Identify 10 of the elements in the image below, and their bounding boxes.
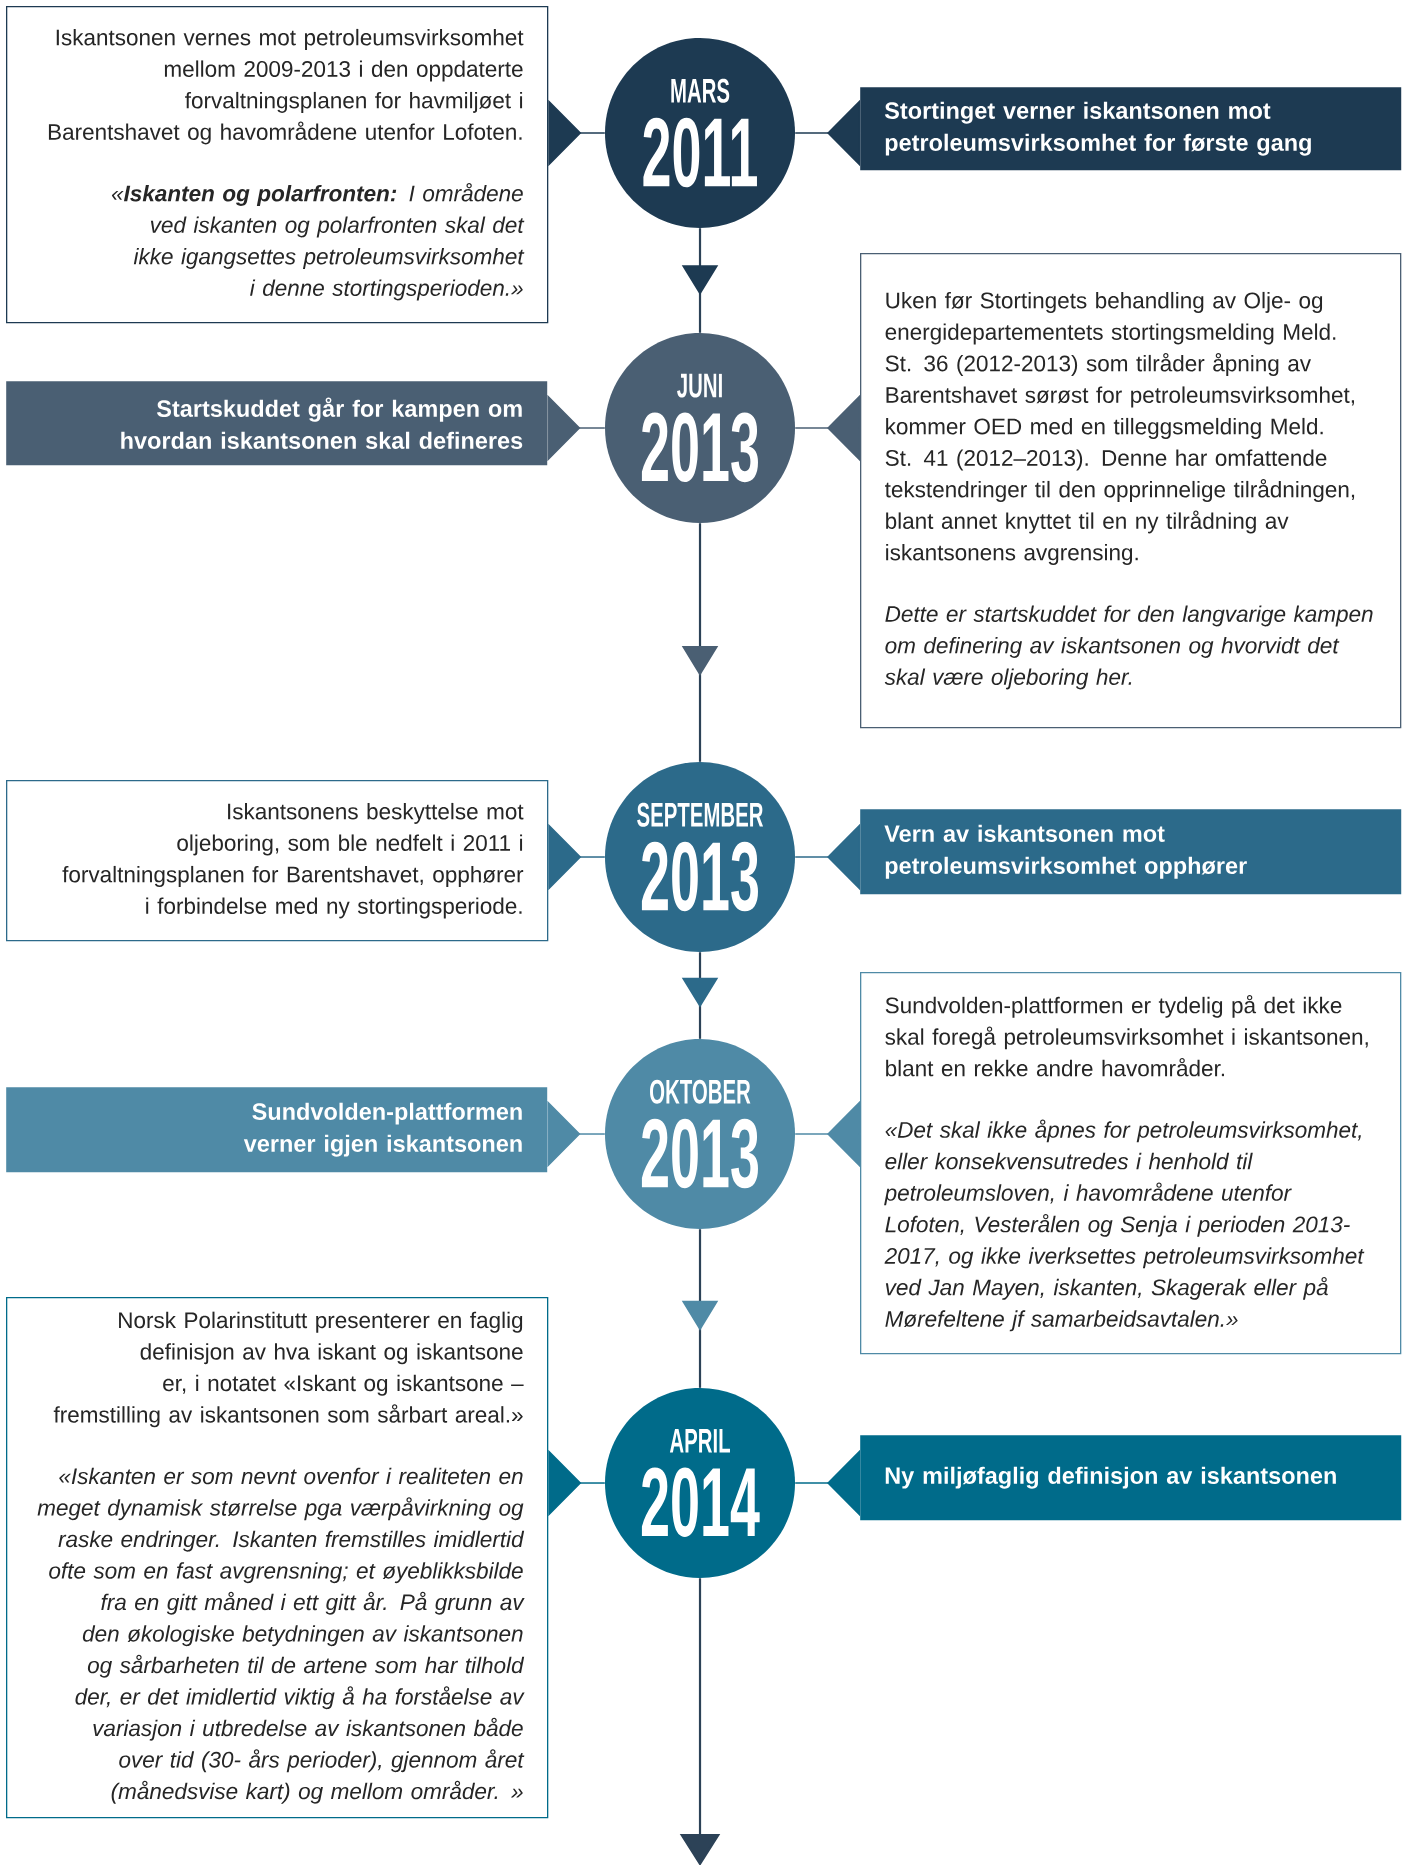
event-box: Sundvolden-plattformen er tydelig på det ikke skal foregå petroleumsvirksomhet i iskantsonen, blant en rekke andre havområder. «Det skal ikke åpnes for petroleumsvirksomhet, eller konsekvensutredes i henhold til petroleumsloven, i havområdene utenfor Lofoten, Vesterålen og Senja i perioden 2013-2017, og ikke iverksettes petroleumsvirksomhet ved Jan Mayen, iskanten, Skagerak eller på Mørefeltene jf samarbeidsavtalen.» [860, 972, 1402, 1355]
node-label: Startskuddet går for kampen om hvordan iskantsonen skal defineres [121, 397, 523, 449]
event-box: Iskantsonens beskyttelse mot oljeboring, som ble nedfelt i 2011 i forvaltningsplanen for Barentshavet, opphører i forbindelse med ny stortingsperiode. [6, 780, 549, 942]
node-label: Sundvolden-plattformen verner igjen iskantsonen [243, 1102, 522, 1157]
node-label: Stortinget verner iskantsonen mot petroleumsvirksomhet for første gang [884, 101, 1311, 156]
event-box: Iskantsonen vernes mot petroleumsvirksomhet mellom 2009-2013 i den oppdaterte forvaltningsplanen for havmiljøet i Barentshavet og havområdene utenfor Lofoten. «Iskanten og polarfronten: I områdene ved iskanten og polarfronten skal det ikke igangsettes petroleumsvirksomhet i denne stortingsperioden.» [6, 6, 549, 324]
node-label: Vern av iskantsonen mot petroleumsvirksomhet opphører [884, 824, 1247, 879]
event-box: Norsk Polarinstitutt presenterer en faglig definisjon av hva iskant og iskantsone er, i notatet «Iskant og iskantsone – fremstilling av iskantsonen som sårbart areal.» «Iskanten er som nevnt ovenfor i realiteten en meget dynamisk størrelse pga værpåvirkning og raske endringer. Iskanten fremstilles imidlertid ofte som en fast avgrensning; et øyeblikksbilde fra en gitt måned i ett gitt år. På grunn av den økologiske betydningen av iskantsonen og sårbarheten til de artene som har tilhold der, er det imidlertid viktig å ha forståelse av variasjon i utbredelse av iskantsonen både over tid (30- års perioder), gjennom året (månedsvise kart) og mellom områder. » [6, 1297, 549, 1819]
event-box: Uken før Stortingets behandling av Olje- og energidepartementets stortingsmelding Meld. St. 36 (2012-2013) som tilråder åpning av Barentshavet sørøst for petroleumsvirksomhet, kommer OED med en tilleggsmelding Meld. St. 41 (2012–2013). Denne har omfattende tekstendringer til den opprinnelige tilrådningen, blant annet knyttet til en ny tilrådning av iskantsonens avgrensing. Dette er startskuddet for den langvarige kampen om definering av iskantsonen og hvorvidt det skal være oljeboring her. [860, 253, 1402, 729]
node-label: Ny miljøfaglig definisjon av iskantsonen [885, 1466, 1336, 1489]
